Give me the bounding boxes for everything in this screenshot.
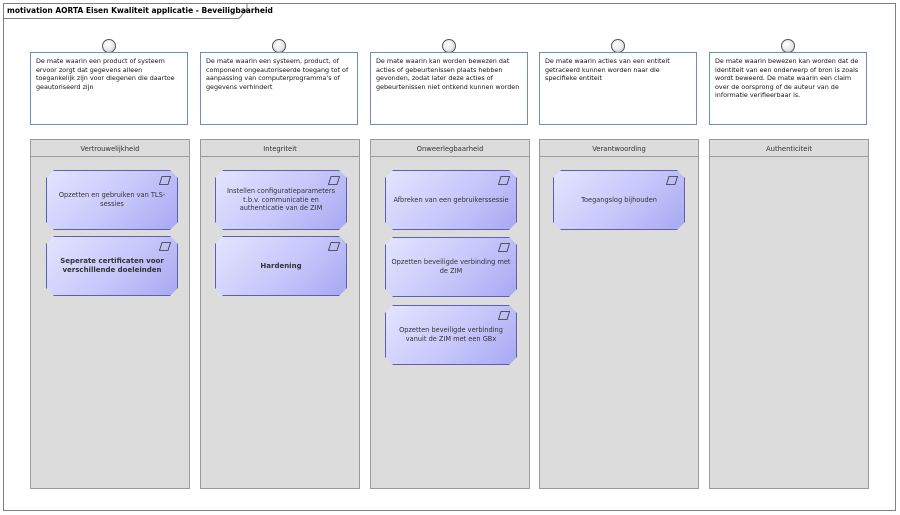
column-title: Onweerlegbaarheid bbox=[416, 145, 484, 153]
requirement-icon bbox=[498, 243, 510, 252]
principle-icon[interactable] bbox=[611, 39, 625, 53]
requirement-label: Opzetten beveiligde verbinding met de ZI… bbox=[391, 258, 511, 275]
column-divider bbox=[31, 156, 189, 157]
column-divider bbox=[710, 156, 868, 157]
requirement-access-log[interactable]: Toegangslog bijhouden bbox=[553, 170, 685, 230]
principle-icon[interactable] bbox=[442, 39, 456, 53]
column-divider bbox=[371, 156, 529, 157]
description-integrity[interactable]: De mate waarin een systeem, product, of … bbox=[200, 52, 358, 125]
diagram-frame bbox=[3, 3, 896, 511]
principle-icon[interactable] bbox=[102, 39, 116, 53]
requirement-icon bbox=[159, 242, 171, 251]
principle-icon[interactable] bbox=[272, 39, 286, 53]
requirement-icon bbox=[328, 242, 340, 251]
requirement-configuration-parameters[interactable]: Instellen configuratieparameters t.b.v. … bbox=[215, 170, 347, 230]
requirement-label: Toegangslog bijhouden bbox=[581, 195, 657, 204]
requirement-label: Instellen configuratieparameters t.b.v. … bbox=[226, 186, 336, 213]
requirement-icon bbox=[666, 176, 678, 185]
requirement-label: Opzetten en gebruiken van TLS-sessies bbox=[58, 191, 166, 208]
requirement-icon bbox=[328, 176, 340, 185]
requirement-hardening[interactable]: Hardening bbox=[215, 236, 347, 296]
description-confidentiality[interactable]: De mate waarin een product of systeem er… bbox=[30, 52, 188, 125]
diagram-title: motivation AORTA Eisen Kwaliteit applica… bbox=[7, 6, 273, 15]
requirement-icon bbox=[498, 176, 510, 185]
column-divider bbox=[540, 156, 698, 157]
column-non-repudiation[interactable]: Onweerlegbaarheid Afbreken van een gebru… bbox=[370, 139, 530, 489]
requirement-tls-sessions[interactable]: Opzetten en gebruiken van TLS-sessies bbox=[46, 170, 178, 230]
description-non-repudiation[interactable]: De mate waarin kan worden bewezen dat ac… bbox=[370, 52, 528, 125]
requirement-secure-connection-zim[interactable]: Opzetten beveiligde verbinding met de ZI… bbox=[385, 237, 517, 297]
column-title: Authenticiteit bbox=[766, 145, 812, 153]
description-authenticity[interactable]: De mate waarin bewezen kan worden dat de… bbox=[709, 52, 867, 125]
requirement-label: Opzetten beveiligde verbinding vanuit de… bbox=[399, 326, 503, 343]
requirement-label: Hardening bbox=[260, 261, 302, 270]
description-accountability[interactable]: De mate waarin acties van een entiteit g… bbox=[539, 52, 697, 125]
requirement-separate-certificates[interactable]: Seperate certificaten voor verschillende… bbox=[46, 236, 178, 296]
requirement-secure-connection-gbx[interactable]: Opzetten beveiligde verbinding vanuit de… bbox=[385, 305, 517, 365]
column-confidentiality[interactable]: Vertrouwelijkheid Opzetten en gebruiken … bbox=[30, 139, 190, 489]
column-integrity[interactable]: Integriteit Instellen configuratieparame… bbox=[200, 139, 360, 489]
column-accountability[interactable]: Verantwoording Toegangslog bijhouden bbox=[539, 139, 699, 489]
requirement-icon bbox=[498, 311, 510, 320]
column-title: Verantwoording bbox=[592, 145, 646, 153]
requirement-icon bbox=[159, 176, 171, 185]
requirement-label: Afbreken van een gebruikerssessie bbox=[393, 195, 509, 204]
requirement-label: Seperate certificaten voor verschillende… bbox=[60, 257, 164, 274]
column-title: Vertrouwelijkheid bbox=[80, 145, 140, 153]
requirement-end-user-session[interactable]: Afbreken van een gebruikerssessie bbox=[385, 170, 517, 230]
column-title: Integriteit bbox=[263, 145, 297, 153]
principle-icon[interactable] bbox=[781, 39, 795, 53]
column-authenticity[interactable]: Authenticiteit bbox=[709, 139, 869, 489]
column-divider bbox=[201, 156, 359, 157]
